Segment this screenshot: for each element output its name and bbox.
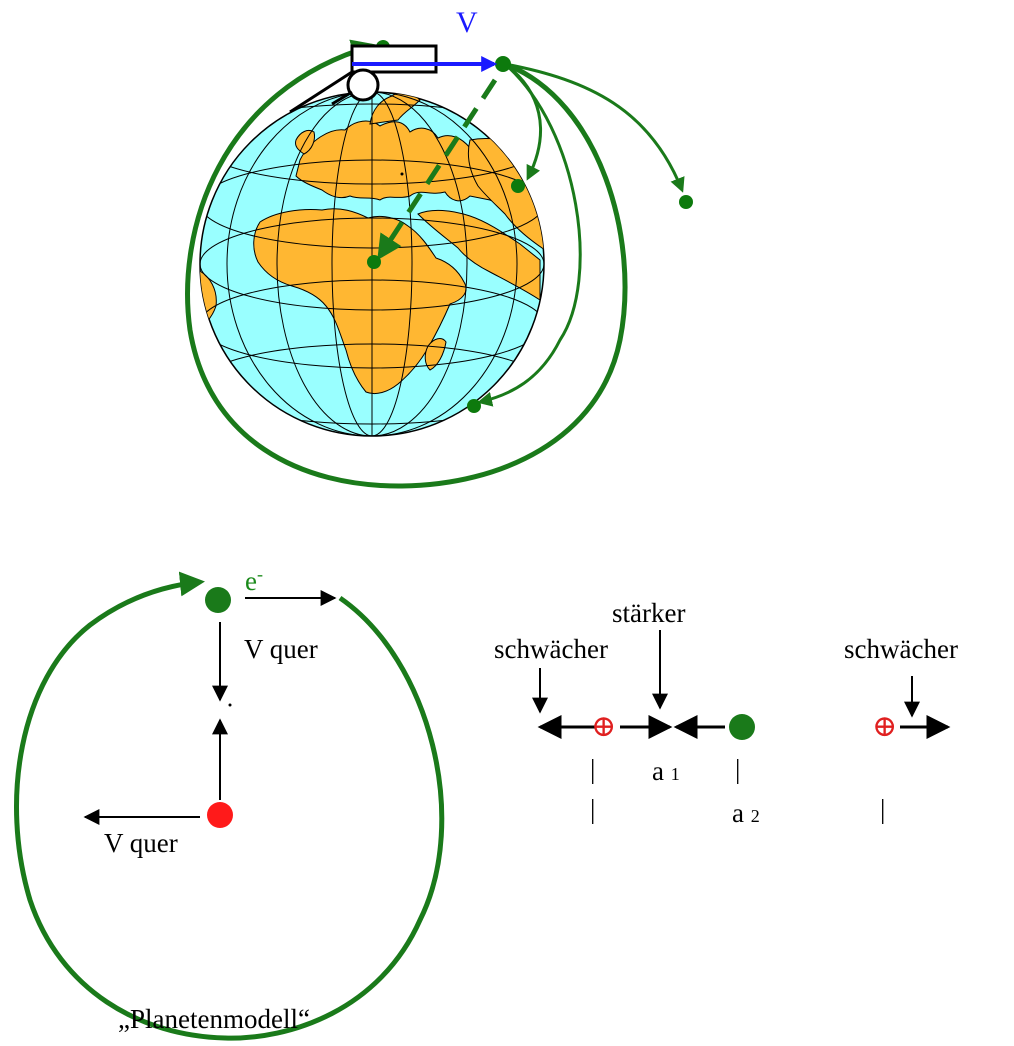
a1-symbol: a xyxy=(652,756,664,786)
point-far xyxy=(679,195,693,209)
proton-plus-icon-right: ⊕ xyxy=(872,710,898,743)
trajectory-mid xyxy=(477,62,582,407)
model-caption: „Planetenmodell“ xyxy=(118,1004,310,1034)
velocity-label: V xyxy=(456,6,478,39)
globe-center-dot xyxy=(400,172,404,176)
point-fall xyxy=(367,255,381,269)
tick-mark: | xyxy=(590,794,596,824)
weaker-right-label: schwächer xyxy=(844,634,958,664)
a2-index: 2 xyxy=(750,806,760,826)
center-dot xyxy=(228,703,232,707)
land-arabia xyxy=(417,209,541,301)
tick-mark: | xyxy=(735,754,741,784)
point-landing-near xyxy=(511,179,525,193)
electron-symbol: e xyxy=(245,566,257,596)
trajectories xyxy=(477,62,685,407)
electron-label: e- xyxy=(245,565,263,595)
graticule xyxy=(200,92,544,436)
tick-mark: | xyxy=(590,754,596,784)
electron-right xyxy=(729,714,755,740)
v-quer-top-label: V quer xyxy=(244,634,318,664)
weaker-left-label: schwächer xyxy=(494,634,608,664)
proton-plus-icon: ⊕ xyxy=(591,710,617,743)
a1-index: 1 xyxy=(670,764,680,784)
a1-label: a 1 xyxy=(652,758,680,785)
point-launch xyxy=(495,56,511,72)
v-quer-bottom-label: V quer xyxy=(104,828,178,858)
stronger-label: stärker xyxy=(612,598,686,628)
electron xyxy=(205,587,231,613)
model-arrows xyxy=(83,590,337,825)
point-mid xyxy=(467,399,481,413)
nucleus xyxy=(207,802,233,828)
tick-mark: | xyxy=(880,794,886,824)
fall-trajectory-dashed xyxy=(377,78,498,261)
a2-symbol: a xyxy=(732,798,744,828)
a2-label: a 2 xyxy=(732,800,760,827)
landmasses xyxy=(200,92,544,395)
electron-charge: - xyxy=(256,564,263,584)
pointer-arrows xyxy=(532,630,920,718)
trajectory-far xyxy=(504,62,685,193)
cannon-icon xyxy=(289,44,438,114)
satellite-orbit xyxy=(185,39,628,489)
electron-orbit xyxy=(14,571,445,1041)
